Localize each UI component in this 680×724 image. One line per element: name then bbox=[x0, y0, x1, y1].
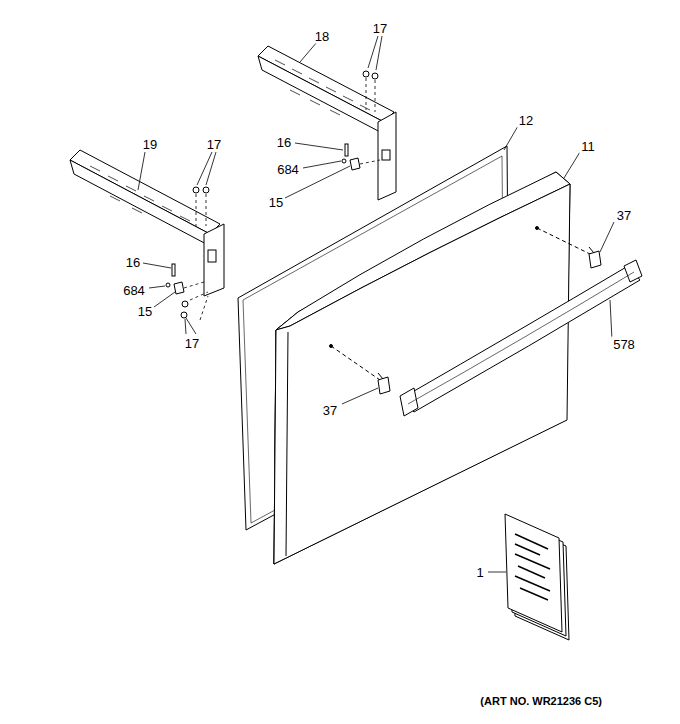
callout-number: 1 bbox=[474, 565, 485, 580]
callout-number: 12 bbox=[517, 113, 535, 128]
leader-lines bbox=[138, 36, 614, 572]
callout-number: 11 bbox=[579, 139, 597, 154]
art-number: (ART NO. WR21236 C5) bbox=[478, 694, 604, 709]
callout-number: 15 bbox=[136, 304, 154, 319]
door-handle bbox=[400, 260, 642, 416]
hinge-bracket-18 bbox=[258, 46, 396, 200]
callout-number: 37 bbox=[321, 403, 339, 418]
callout-number: 37 bbox=[615, 208, 633, 223]
callout-number: 684 bbox=[121, 283, 147, 298]
callout-number: 16 bbox=[124, 255, 142, 270]
callout-number: 15 bbox=[267, 195, 285, 210]
screw-paths bbox=[331, 228, 590, 380]
small-hardware bbox=[166, 71, 378, 318]
callout-number: 17 bbox=[371, 21, 389, 36]
callout-number: 16 bbox=[275, 135, 293, 150]
callout-number: 17 bbox=[183, 336, 201, 351]
door-panel bbox=[274, 172, 570, 564]
callout-number: 684 bbox=[275, 162, 301, 177]
callout-number: 578 bbox=[611, 337, 637, 352]
dash-lines bbox=[184, 78, 380, 320]
owners-manual bbox=[505, 514, 569, 640]
callout-number: 19 bbox=[141, 137, 159, 152]
hinge-bracket-19 bbox=[70, 150, 224, 296]
callout-number: 17 bbox=[205, 137, 223, 152]
callout-number: 18 bbox=[313, 29, 331, 44]
